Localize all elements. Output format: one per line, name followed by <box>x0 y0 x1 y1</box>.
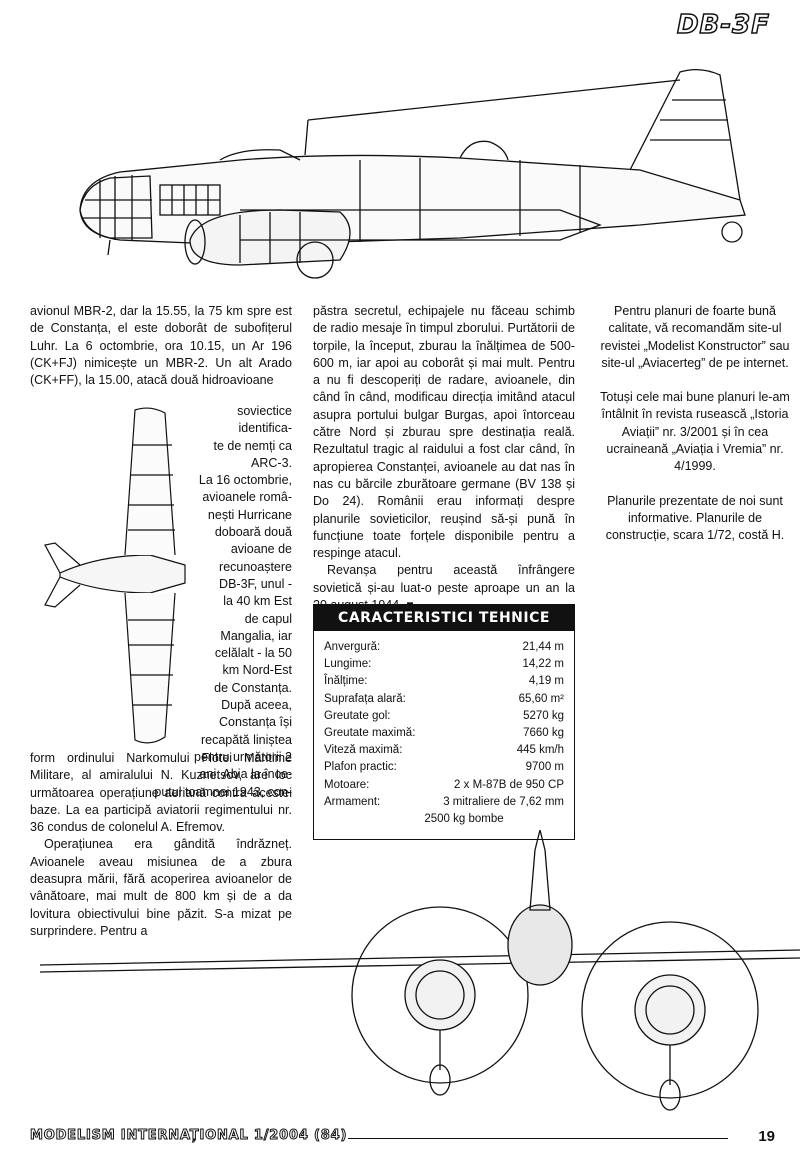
spec-row: Înălțime:4,19 m <box>324 675 564 688</box>
narrow-line: ani. Abia la înce- <box>199 767 292 782</box>
column-1-paragraph-3: Operațiunea era gândită îndrăzneț. Avioa… <box>30 837 292 938</box>
spec-row: Greutate gol:5270 kg <box>324 709 564 722</box>
narrow-line: pentru următorii 2 <box>194 749 292 764</box>
narrow-line: avioane de <box>230 542 292 557</box>
narrow-line: avioanele româ- <box>202 490 292 505</box>
side-view-drawing <box>79 68 746 279</box>
narrow-line: celălalt - la 50 <box>214 646 292 661</box>
column-2-text: păstra secretul, echipajele nu făceau sc… <box>313 303 575 614</box>
page-number: 19 <box>758 1128 775 1145</box>
column-1-top-text: avionul MBR-2, dar la 15.55, la 75 km sp… <box>30 303 292 389</box>
spec-armament-continued: 2500 kg bombe <box>424 813 504 826</box>
spec-row: Anvergură:21,44 m <box>324 641 564 653</box>
narrow-line: După aceea, <box>221 698 292 713</box>
column-1-narrow-text: soviectice identifica- te de nemți ca AR… <box>154 403 292 801</box>
narrow-line: nești Hurricane <box>207 507 292 522</box>
narrow-line: Constanța își <box>219 715 292 730</box>
column-1-bottom-text: form ordinului Narkomului Flotei Maritim… <box>30 750 292 940</box>
front-view-drawing <box>40 830 800 1111</box>
narrow-line: de Constanța. <box>214 680 292 695</box>
spec-row: Suprafața alară:65,60 m² <box>324 692 564 705</box>
narrow-line: soviectice identifica- <box>237 404 292 436</box>
narrow-line: La 16 octombrie, <box>198 473 292 488</box>
spec-row: Motoare:2 x M-87B de 950 CP <box>324 778 564 791</box>
specs-table: Anvergură:21,44 m Lungime:14,22 m Înălți… <box>314 631 574 828</box>
narrow-line: te de nemți ca <box>213 438 292 453</box>
narrow-line: putul toamnei 1943, con- <box>154 784 292 799</box>
spec-row: Greutate maximă:7660 kg <box>324 727 564 740</box>
narrow-line: recapătă liniștea <box>200 732 292 747</box>
narrow-line: doboară două <box>214 525 292 540</box>
specs-title: CARACTERISTICI TEHNICE <box>314 605 574 631</box>
column-3-paragraph-1: Pentru planuri de foarte bună calitate, … <box>600 304 790 370</box>
narrow-line: recunoaștere <box>219 559 292 574</box>
column-1-paragraph-1: avionul MBR-2, dar la 15.55, la 75 km sp… <box>30 304 292 388</box>
column-3-paragraph-3: Planurile prezentate de noi sunt informa… <box>605 493 785 543</box>
spec-row: Viteză maximă:445 km/h <box>324 744 564 757</box>
narrow-line: ARC-3. <box>251 455 292 470</box>
column-3-text: Pentru planuri de foarte bună calitate, … <box>595 303 795 562</box>
column-2-paragraph-1: păstra secretul, echipajele nu făceau sc… <box>313 304 575 561</box>
page-header-title: DB-3F <box>676 9 770 41</box>
narrow-line: DB-3F, unul - <box>219 576 292 591</box>
narrow-line: Mangalia, iar <box>220 628 292 643</box>
technical-specs-box: CARACTERISTICI TEHNICE Anvergură:21,44 m… <box>313 604 575 840</box>
plan-view-drawing <box>44 407 186 744</box>
page-footer: MODELISM INTERNAȚIONAL 1/2004 (84) 19 <box>29 1128 775 1150</box>
narrow-line: de capul <box>244 611 292 626</box>
footer-divider <box>348 1138 728 1139</box>
column-3-paragraph-2: Totuși cele mai bune planuri le-am întâl… <box>600 390 790 474</box>
spec-row: Lungime:14,22 m <box>324 658 564 671</box>
narrow-line: la 40 km Est <box>223 594 292 609</box>
magazine-name: MODELISM INTERNAȚIONAL 1/2004 (84) <box>29 1128 348 1144</box>
spec-row: Armament:3 mitraliere de 7,62 mm <box>324 795 564 808</box>
narrow-line: km Nord-Est <box>222 663 292 678</box>
spec-row: Plafon practic:9700 m <box>324 761 564 774</box>
column-1-paragraph-2: form ordinului Narkomului Flotei Maritim… <box>30 751 292 835</box>
